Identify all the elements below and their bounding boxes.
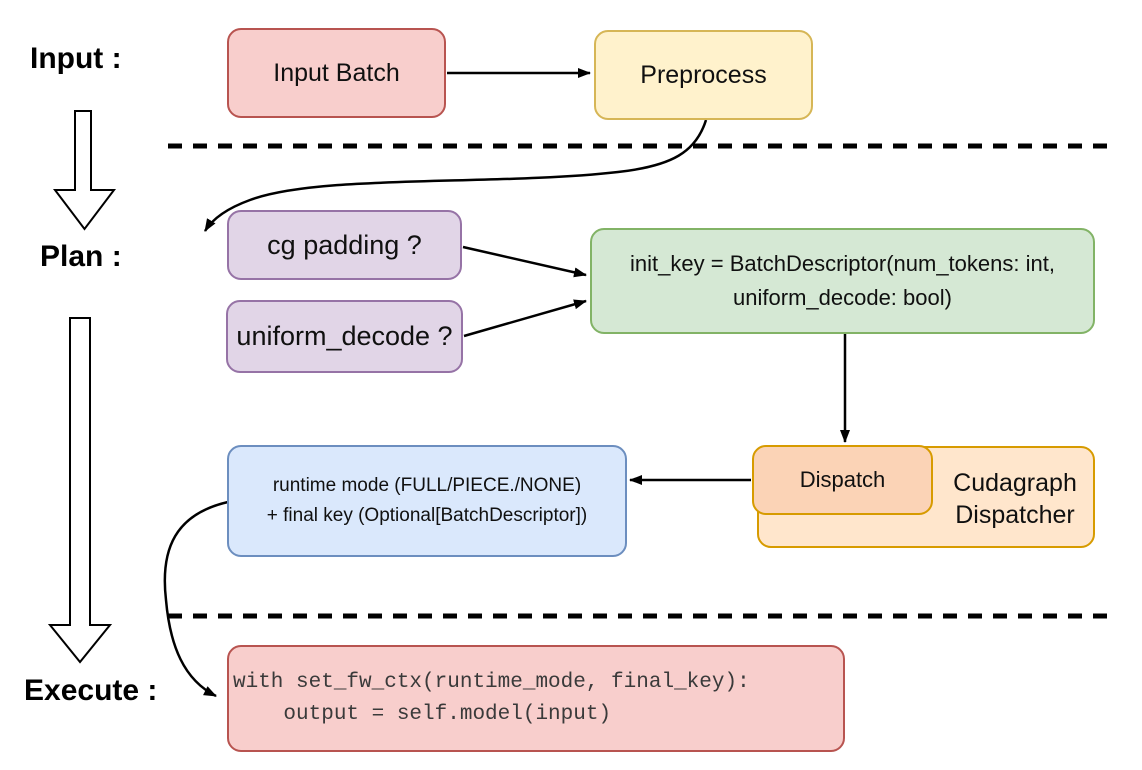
node-input-batch-label: Input Batch [273,58,400,87]
node-dispatch-label: Dispatch [799,467,886,492]
node-input-batch: Input Batch [227,28,446,118]
arrow-uniform-decode-to-init-key [463,299,587,338]
node-cg-padding: cg padding ? [227,210,462,280]
node-uniform-decode-label: uniform_decode ? [236,321,453,351]
node-cg-padding-label: cg padding ? [267,229,422,260]
node-init-key-line1: init_key = BatchDescriptor(num_tokens: i… [630,251,1055,276]
stage-arrow-input-to-plan [52,110,117,231]
node-uniform-decode: uniform_decode ? [226,300,463,373]
node-cudagraph-dispatcher-line2: Dispatcher [955,501,1075,529]
stage-arrow-plan-to-execute [47,317,113,664]
arrow-runtime-mode-to-execute-code [163,500,229,698]
node-preprocess-label: Preprocess [640,60,767,89]
node-dispatch: Dispatch [752,445,933,515]
node-execute-code-line1: with set_fw_ctx(runtime_mode, final_key)… [233,670,750,694]
node-runtime-mode: runtime mode (FULL/PIECE./NONE) + final … [227,445,627,557]
node-execute-code: with set_fw_ctx(runtime_mode, final_key)… [227,645,845,752]
stage-label-input: Input : [30,42,122,75]
stage-label-plan: Plan : [40,240,122,273]
node-execute-code-line2: output = self.model(input) [233,702,612,726]
stage-label-execute: Execute : [24,674,158,707]
node-init-key-line2: uniform_decode: bool) [733,285,952,310]
node-cudagraph-dispatcher-line1: Cudagraph [953,469,1077,497]
arrow-preprocess-to-cg-padding [203,119,708,232]
node-preprocess: Preprocess [594,30,813,120]
node-cudagraph-dispatcher-label: Cudagraph Dispatcher [935,448,1095,550]
node-runtime-mode-line2: + final key (Optional[BatchDescriptor]) [266,505,588,526]
node-init-key: init_key = BatchDescriptor(num_tokens: i… [590,228,1095,334]
node-runtime-mode-line1: runtime mode (FULL/PIECE./NONE) [272,475,582,496]
arrow-cg-padding-to-init-key [462,245,587,278]
